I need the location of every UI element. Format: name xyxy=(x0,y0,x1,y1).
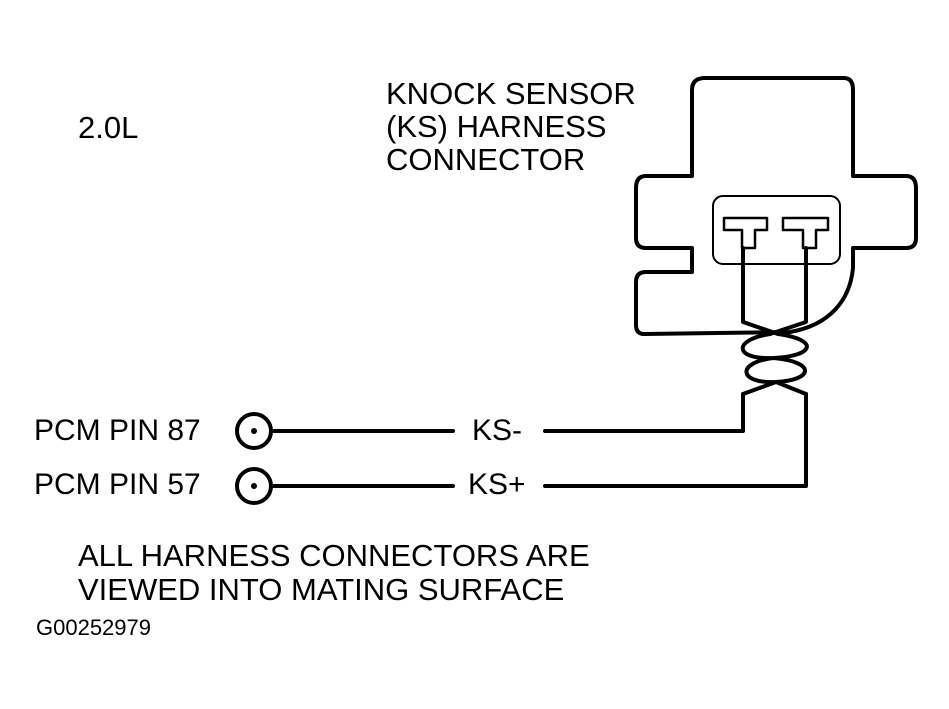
connector-housing xyxy=(634,76,918,336)
note-line-1: ALL HARNESS CONNECTORS ARE xyxy=(78,538,590,573)
pcm-pin-57-terminal xyxy=(235,467,273,505)
pcm-pin-87-dot xyxy=(251,428,257,434)
wire-left-upper xyxy=(741,246,780,336)
pcm-pin-87-label: PCM PIN 87 xyxy=(34,414,201,447)
connector-title-line-1: KNOCK SENSOR xyxy=(386,76,636,111)
terminal-left xyxy=(722,216,769,250)
terminal-right xyxy=(781,216,830,250)
wire-right-upper xyxy=(768,246,808,336)
engine-label: 2.0L xyxy=(78,110,139,145)
wire-ks-plus xyxy=(543,392,808,488)
wire-ks-minus xyxy=(543,392,745,433)
note-line-2: VIEWED INTO MATING SURFACE xyxy=(78,572,565,607)
twisted-pair xyxy=(740,332,809,396)
connector-title-line-2: (KS) HARNESS xyxy=(386,109,607,144)
pcm-pin-57-dot xyxy=(251,483,257,489)
ks-minus-label: KS- xyxy=(472,414,523,447)
ks-plus-label: KS+ xyxy=(468,468,526,501)
figure-id: G00252979 xyxy=(36,615,151,640)
pcm-pin-57-label: PCM PIN 57 xyxy=(34,468,201,501)
connector-title-line-3: CONNECTOR xyxy=(386,142,586,177)
pcm-pin-87-terminal xyxy=(235,412,273,450)
terminal-cavity xyxy=(712,195,841,265)
